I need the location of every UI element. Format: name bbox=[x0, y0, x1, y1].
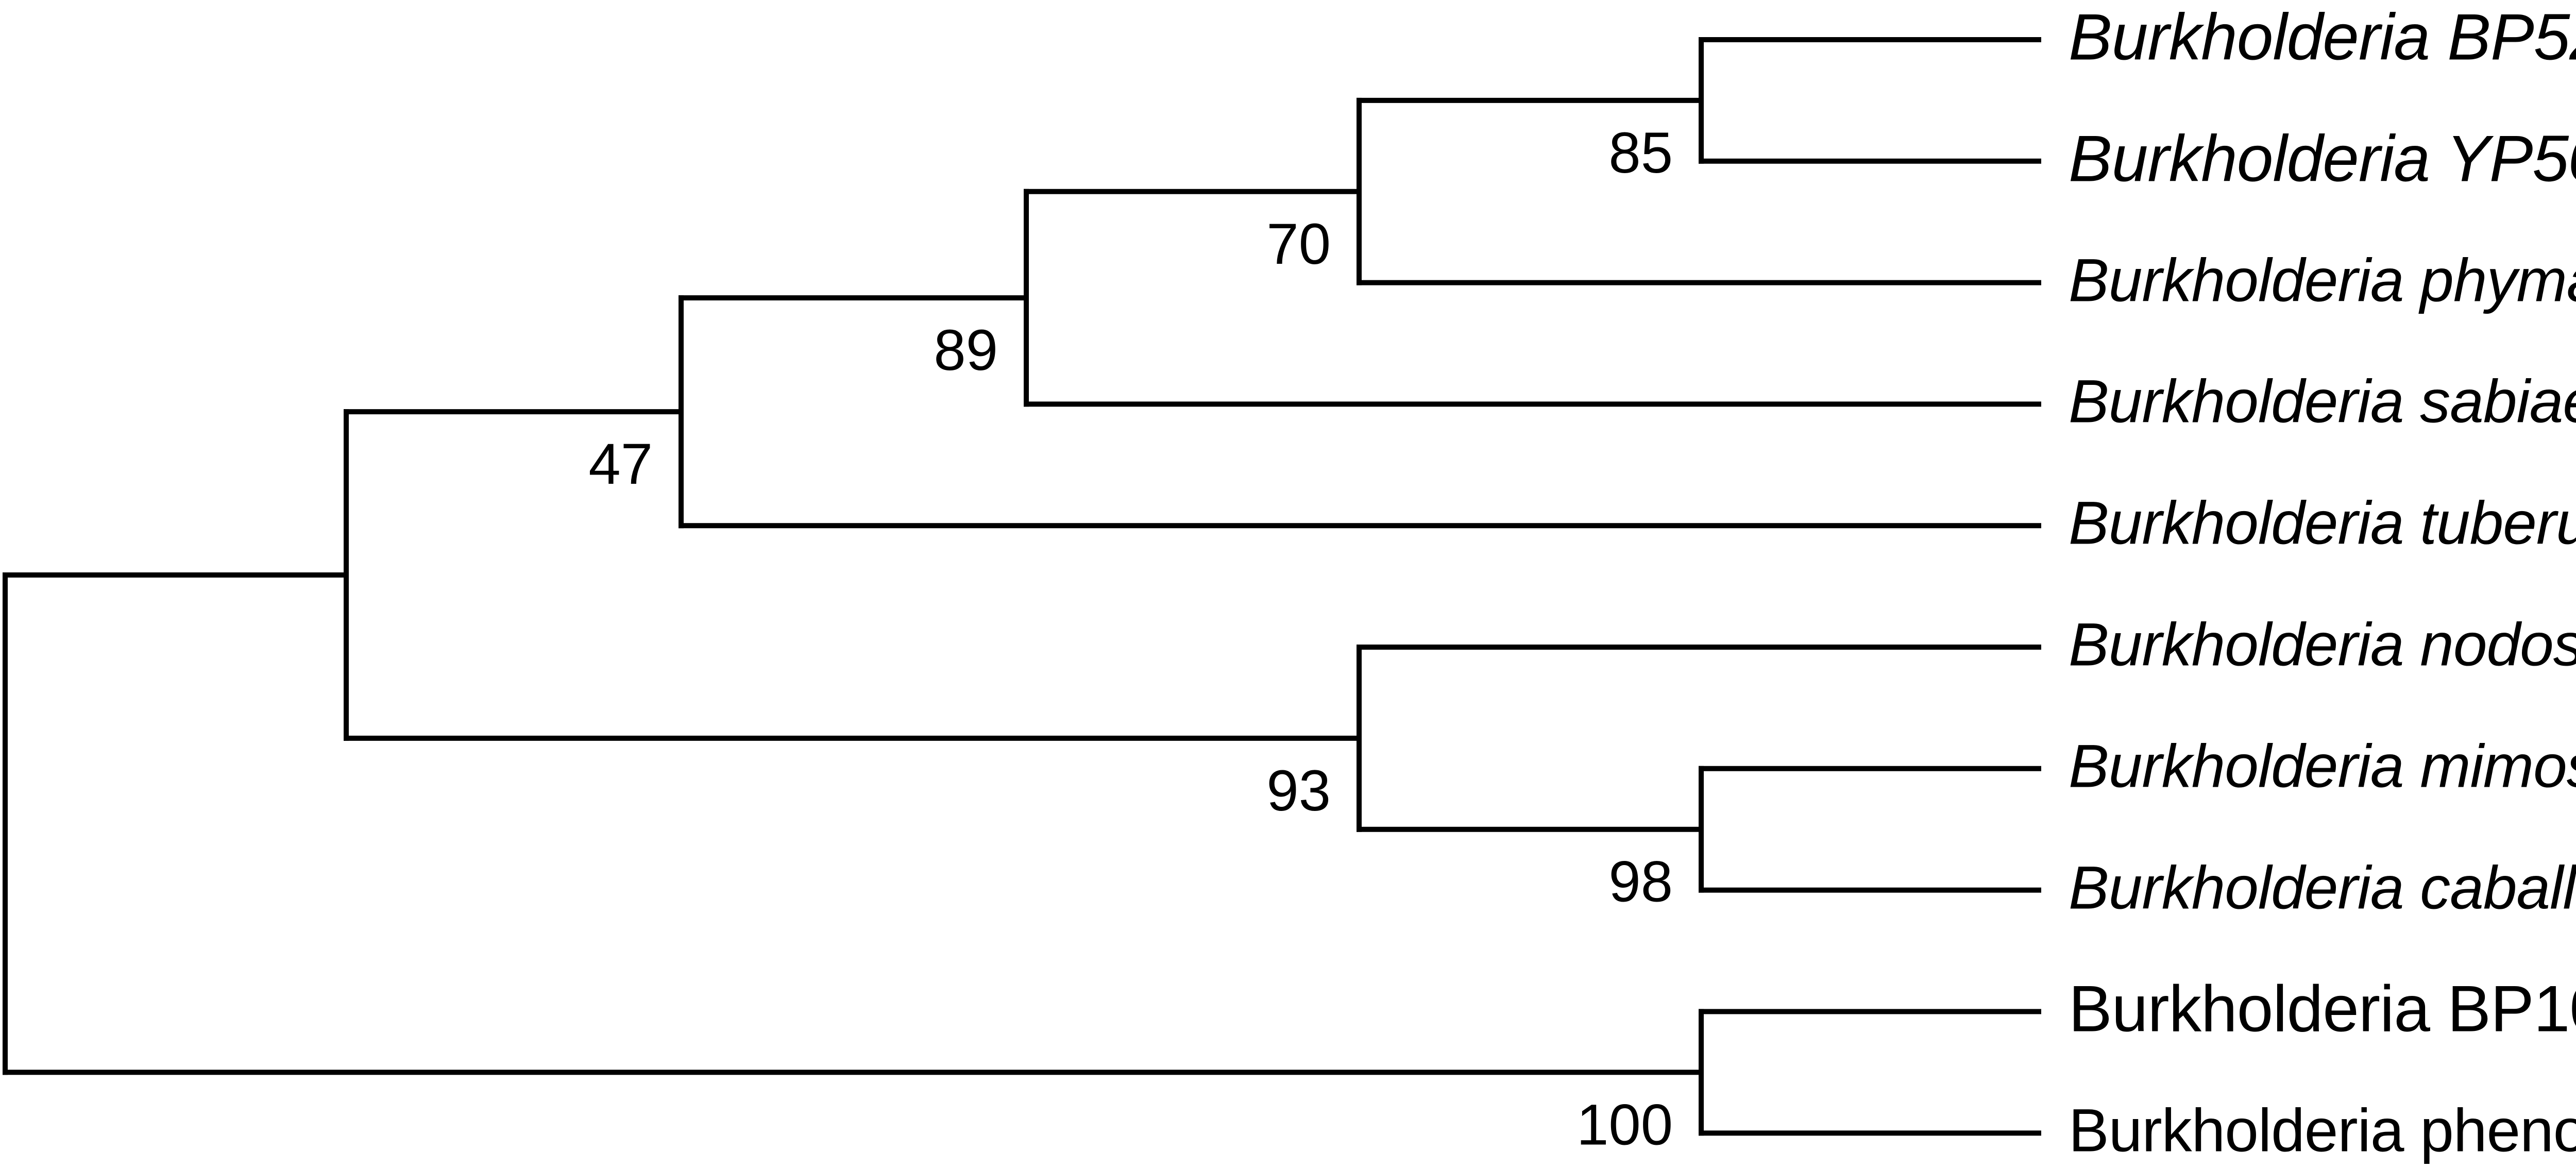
taxon-name: Burkholderia tuberum STM3649 bbox=[2069, 489, 2576, 557]
bootstrap-support-label: 93 bbox=[1266, 758, 1331, 823]
taxon-name: Burkholderia BP10.4* bbox=[2069, 972, 2576, 1045]
taxon-name: Burkholderia caballeronis TNe-834 bbox=[2069, 853, 2576, 922]
taxon-label: Burkholderia mimosarum STM3621(FR853108) bbox=[2069, 736, 2576, 797]
taxon-label: Burkholderia sabiae STM7315(HE983795) bbox=[2069, 371, 2576, 432]
taxon-label: Burkholderia nodosa STM7353(HF545436) bbox=[2069, 614, 2576, 675]
bootstrap-support-label: 98 bbox=[1608, 850, 1673, 914]
bootstrap-support-label: 70 bbox=[1266, 212, 1331, 276]
bootstrap-support-label: 89 bbox=[934, 318, 998, 382]
taxon-name: Burkholderia phymatum STM3675 bbox=[2069, 246, 2576, 314]
taxon-name: Burkholderia phenoliruptrix BR3459 bbox=[2069, 1096, 2576, 1165]
bootstrap-support-label: 100 bbox=[1577, 1092, 1673, 1157]
taxon-label: Burkholderia BP52.3*(KY574502) bbox=[2069, 4, 2576, 70]
taxon-name: Burkholderia YP50.2 bbox=[2069, 122, 2576, 195]
taxon-name: Burkholderia mimosarum STM3621 bbox=[2069, 732, 2576, 801]
bootstrap-support-label: 85 bbox=[1608, 121, 1673, 185]
taxon-name: Burkholderia sabiae STM7315 bbox=[2069, 367, 2576, 436]
taxon-name: Burkholderia nodosa STM7353 bbox=[2069, 611, 2576, 679]
taxon-label: Burkholderia phymatum STM3675(HE962279) bbox=[2069, 250, 2576, 311]
bootstrap-support-label: 47 bbox=[588, 432, 653, 496]
taxon-label: Burkholderia BP10.4*(KY574501) bbox=[2069, 976, 2576, 1042]
taxon-label: Burkholderia tuberum STM3649(FR853110) bbox=[2069, 493, 2576, 553]
taxon-label: Burkholderia caballeronis TNe-834(KF4849… bbox=[2069, 857, 2576, 918]
taxon-name: Burkholderia BP52.3* bbox=[2069, 0, 2576, 74]
taxon-label: Burkholderia phenoliruptrix BR3459(CP003… bbox=[2069, 1100, 2576, 1161]
taxon-label: Burkholderia YP50.2(KY574503) bbox=[2069, 126, 2576, 191]
